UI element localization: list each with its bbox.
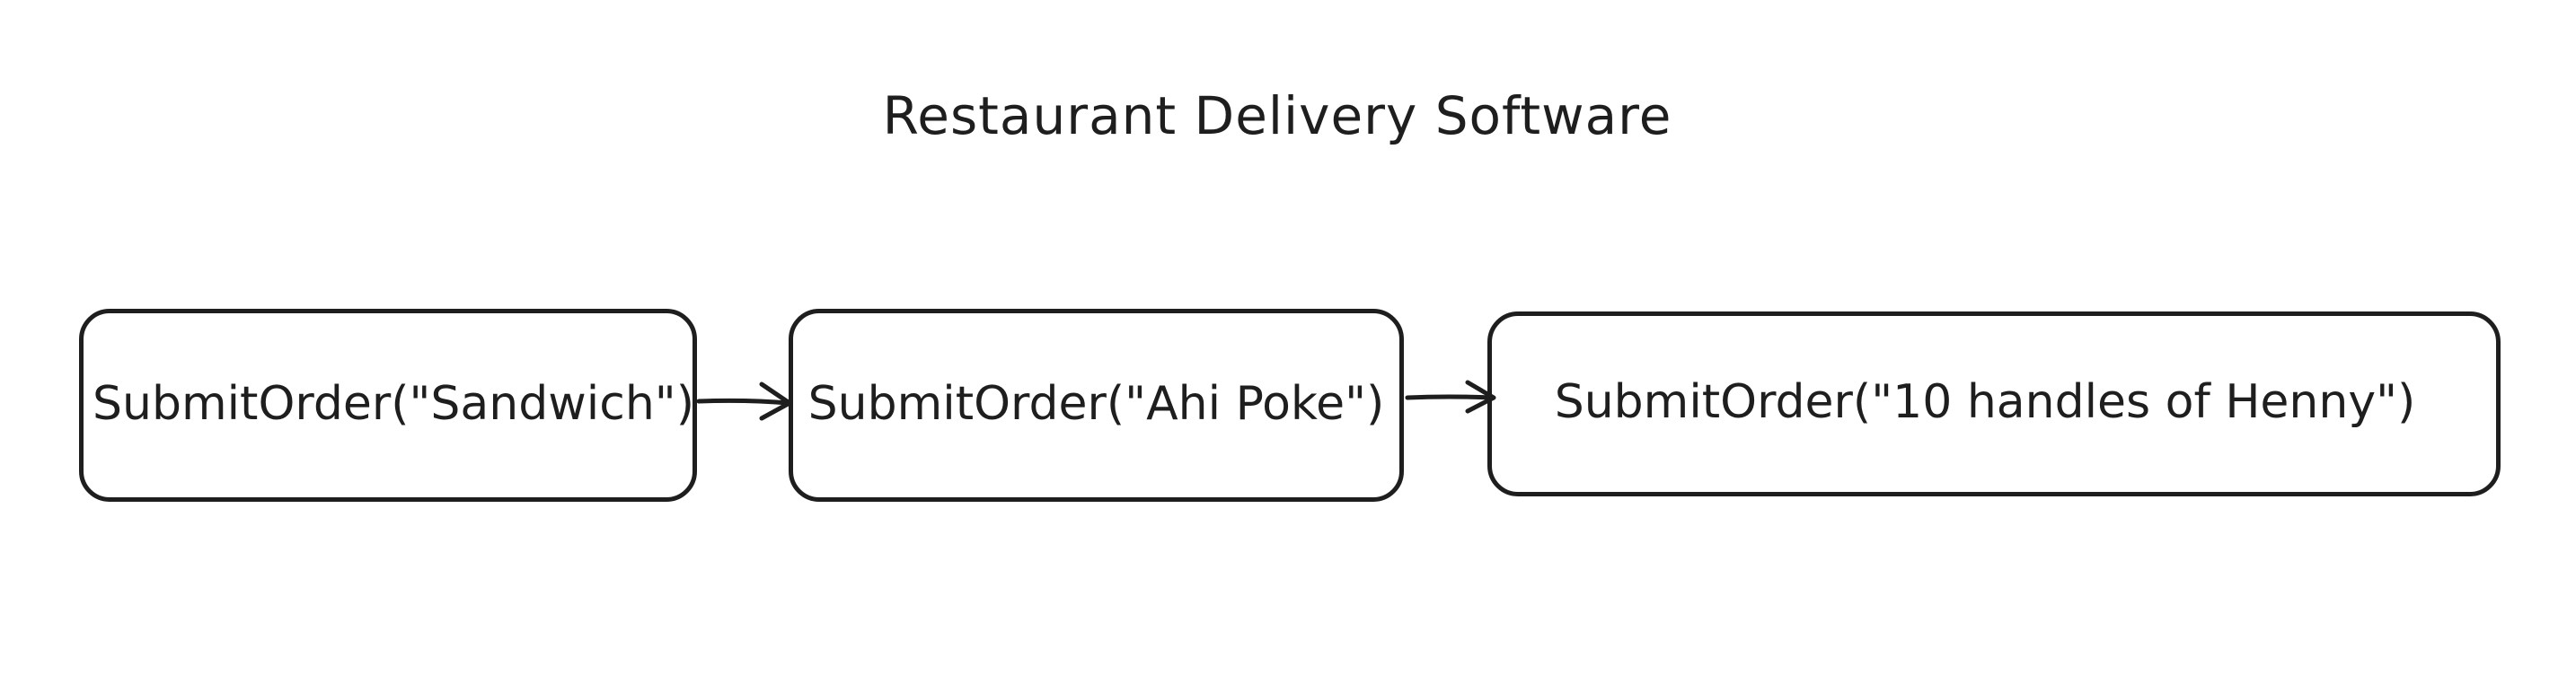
- node-submit-order-ahi-poke[interactable]: SubmitOrder("Ahi Poke"): [789, 309, 1404, 502]
- edge-arrow-2-to-3: [1405, 380, 1496, 414]
- node-label: SubmitOrder("Sandwich"): [92, 376, 694, 431]
- node-label: SubmitOrder("Ahi Poke"): [807, 376, 1385, 431]
- node-submit-order-henny[interactable]: SubmitOrder("10 handles of Henny"): [1487, 311, 2501, 496]
- node-submit-order-sandwich[interactable]: SubmitOrder("Sandwich"): [79, 309, 697, 502]
- diagram-title: Restaurant Delivery Software: [882, 85, 1672, 146]
- edge-arrow-1-to-2: [696, 381, 792, 421]
- node-label: SubmitOrder("10 handles of Henny"): [1554, 375, 2416, 429]
